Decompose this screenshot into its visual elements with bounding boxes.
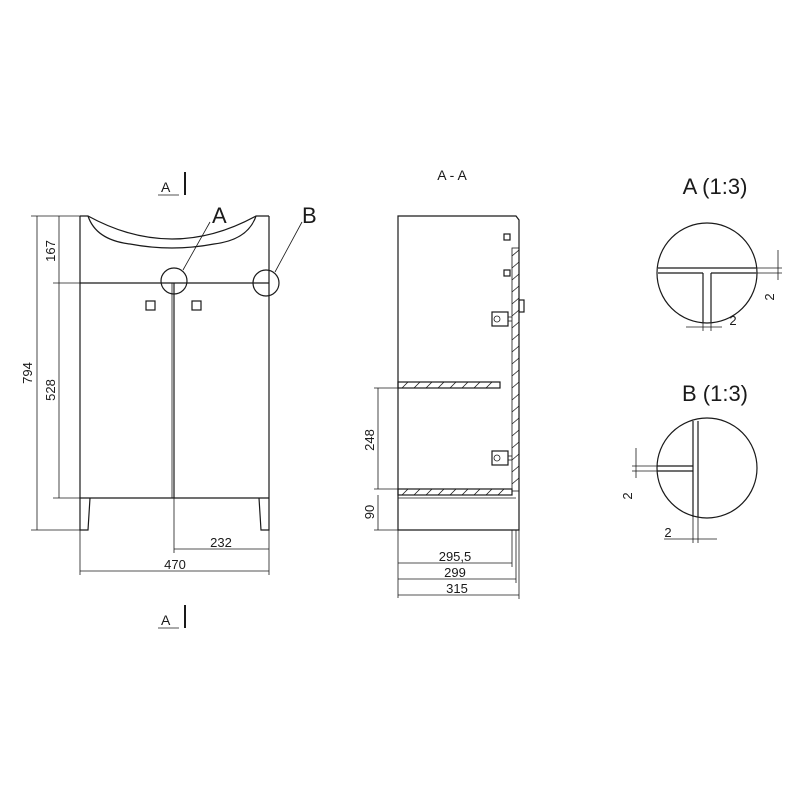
detail-b: B (1:3) 2 2 (620, 381, 758, 543)
section-title: A - A (437, 167, 467, 183)
door-panel-section (511, 247, 520, 492)
dim-plinth: 90 (362, 505, 377, 519)
section-marker-top: A (158, 172, 186, 196)
door-knob-side (518, 299, 525, 313)
detail-a-dim-vertical: 2 (762, 293, 777, 300)
dim-total-width: 470 (164, 557, 186, 572)
basin-curve (87, 215, 257, 249)
dim-total-height: 794 (20, 362, 35, 384)
right-door-handle (191, 300, 202, 311)
side-body-outline (397, 215, 520, 531)
dim-inner-depth: 295,5 (439, 549, 472, 564)
detail-a-title: A (1:3) (683, 174, 748, 199)
dim-half-width: 232 (210, 535, 232, 550)
shelf-middle (397, 381, 501, 389)
front-view: A B 794 167 528 232 470 (20, 203, 317, 575)
side-section-view: A - A (362, 167, 525, 599)
callout-b-letter: B (302, 203, 317, 228)
dim-body-depth: 299 (444, 565, 466, 580)
dim-shelf-gap: 248 (362, 429, 377, 451)
bracket-lower (503, 269, 511, 277)
detail-a-dim-horizontal: 2 (729, 313, 736, 328)
dim-door-height: 528 (43, 379, 58, 401)
detail-a: A (1:3) 2 2 (656, 174, 782, 331)
detail-b-title: B (1:3) (682, 381, 748, 406)
left-door-handle (145, 300, 156, 311)
section-marker-top-letter: A (161, 179, 171, 195)
detail-b-dim-vertical: 2 (620, 492, 635, 499)
dim-top-height: 167 (43, 240, 58, 262)
dim-total-depth: 315 (446, 581, 468, 596)
cabinet-outline (79, 215, 270, 499)
detail-b-circle (656, 417, 758, 519)
hinge-lower (491, 450, 512, 466)
right-leg (258, 497, 270, 531)
bracket-upper (503, 233, 511, 241)
section-marker-bottom: A (158, 605, 186, 629)
section-marker-bottom-letter: A (161, 612, 171, 628)
left-leg (79, 497, 91, 531)
callout-circle-b (252, 269, 280, 297)
callout-circle-a (160, 267, 188, 295)
callout-a-letter: A (212, 203, 227, 228)
shelf-bottom (397, 488, 513, 496)
detail-b-dim-horizontal: 2 (664, 525, 671, 540)
hinge-upper (491, 311, 512, 327)
